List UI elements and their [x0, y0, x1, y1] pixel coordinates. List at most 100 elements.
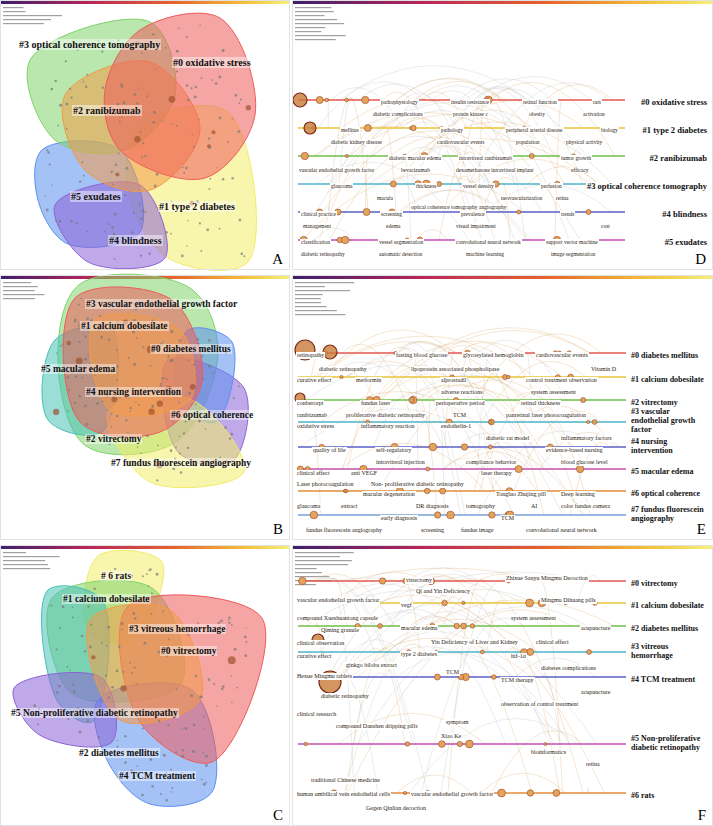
network-node [129, 662, 131, 664]
citation-arc [438, 88, 527, 156]
citation-arc [441, 578, 511, 793]
network-node [176, 50, 179, 53]
keyword-node [587, 420, 590, 423]
network-node [96, 402, 99, 405]
keyword-node [409, 397, 414, 402]
keyword-label: acupuncture [580, 625, 611, 632]
label-slot: vitrectomy [405, 568, 433, 586]
network-node [116, 670, 119, 673]
keyword-label: control treatment observation [525, 377, 598, 384]
keyword-node [429, 443, 437, 451]
cluster-timeline [298, 514, 626, 515]
network-node [205, 764, 208, 767]
citation-arc [311, 420, 321, 515]
network-node [50, 605, 52, 607]
keyword-label: machine learning [465, 251, 505, 257]
network-node [208, 678, 211, 681]
keyword-label: clinical effect [535, 639, 570, 646]
network-node [169, 96, 176, 103]
keyword-label: type 2 diabetes [400, 651, 438, 658]
network-node [136, 765, 138, 767]
network-node [116, 365, 118, 367]
network-node [153, 111, 156, 114]
network-node [146, 95, 148, 97]
network-node [54, 80, 57, 83]
network-node [185, 167, 188, 170]
keyword-label: protein kinase c [452, 111, 489, 117]
network-node [78, 322, 79, 323]
label-slot: diabetic rat model [485, 426, 530, 444]
citation-arc [539, 432, 619, 469]
network-node [86, 74, 88, 76]
network-node [132, 612, 135, 615]
cluster-label: #1 calcium dobesilate [80, 321, 169, 331]
keyword-label: early diagnosis [380, 515, 418, 522]
keyword-node [587, 650, 592, 655]
keyword-label: pathology [440, 127, 464, 133]
network-node [108, 223, 110, 225]
keyword-node [498, 789, 506, 797]
network-node [55, 220, 57, 222]
network-node [182, 167, 184, 169]
label-slot: system assessment [510, 606, 557, 624]
network-node [170, 233, 172, 235]
meta-line [3, 556, 60, 557]
network-node [121, 117, 122, 118]
network-node [90, 624, 92, 626]
network-node [53, 409, 59, 415]
network-node [230, 433, 233, 436]
cluster-label: #0 oxidative stress [172, 57, 252, 68]
citation-arc [312, 336, 563, 400]
network-node [231, 702, 233, 704]
network-node [67, 666, 69, 668]
label-slot: #1 calcium dobesilate [80, 315, 169, 333]
meta-line [295, 564, 348, 565]
keyword-label: curative effect [296, 377, 332, 384]
network-node [186, 36, 188, 38]
keyword-label: diabetic rat model [485, 435, 530, 442]
keyword-label: clinical research [296, 711, 337, 718]
citation-arc [318, 82, 425, 128]
label-slot: #3 vitreous hemorrhage [128, 618, 226, 636]
keyword-label: self-regulatory [375, 447, 412, 454]
network-node [228, 622, 230, 624]
network-node [160, 383, 162, 385]
keyword-label: inflammatory factors [560, 435, 612, 442]
citation-arc [410, 719, 578, 793]
network-node [187, 447, 189, 449]
keyword-node [470, 624, 475, 629]
network-node [136, 683, 138, 685]
network-node [167, 724, 169, 726]
cluster-label: #5 macular edema [40, 364, 116, 374]
network-node [121, 629, 123, 631]
keyword-node [553, 790, 560, 797]
citation-arc [319, 578, 427, 793]
network-node [171, 791, 173, 793]
network-node [231, 624, 233, 626]
keyword-node [434, 674, 440, 680]
network-node [151, 405, 154, 408]
network-node [188, 360, 190, 362]
network-node [148, 253, 150, 255]
network-node [69, 669, 71, 671]
network-node [78, 341, 80, 343]
network-node [213, 683, 215, 685]
label-slot: bioinformatics [530, 740, 567, 758]
network-node [203, 783, 206, 786]
network-node [199, 25, 200, 26]
meta-line [295, 15, 325, 16]
label-slot: #3 optical coherence tomography [18, 34, 161, 52]
label-slot: vessel segmentation [378, 230, 424, 248]
meta-line [3, 15, 62, 16]
network-node [131, 672, 133, 674]
keyword-label: obesity [528, 111, 546, 117]
citation-arc [338, 638, 531, 677]
network-node [124, 761, 127, 764]
network-node [181, 255, 184, 258]
label-slot: peripheral arterial disease [505, 118, 564, 136]
network-node [181, 728, 182, 729]
keyword-label: automatic detection [378, 251, 423, 257]
keyword-node [465, 740, 473, 748]
label-slot: fundus laser [360, 391, 391, 409]
